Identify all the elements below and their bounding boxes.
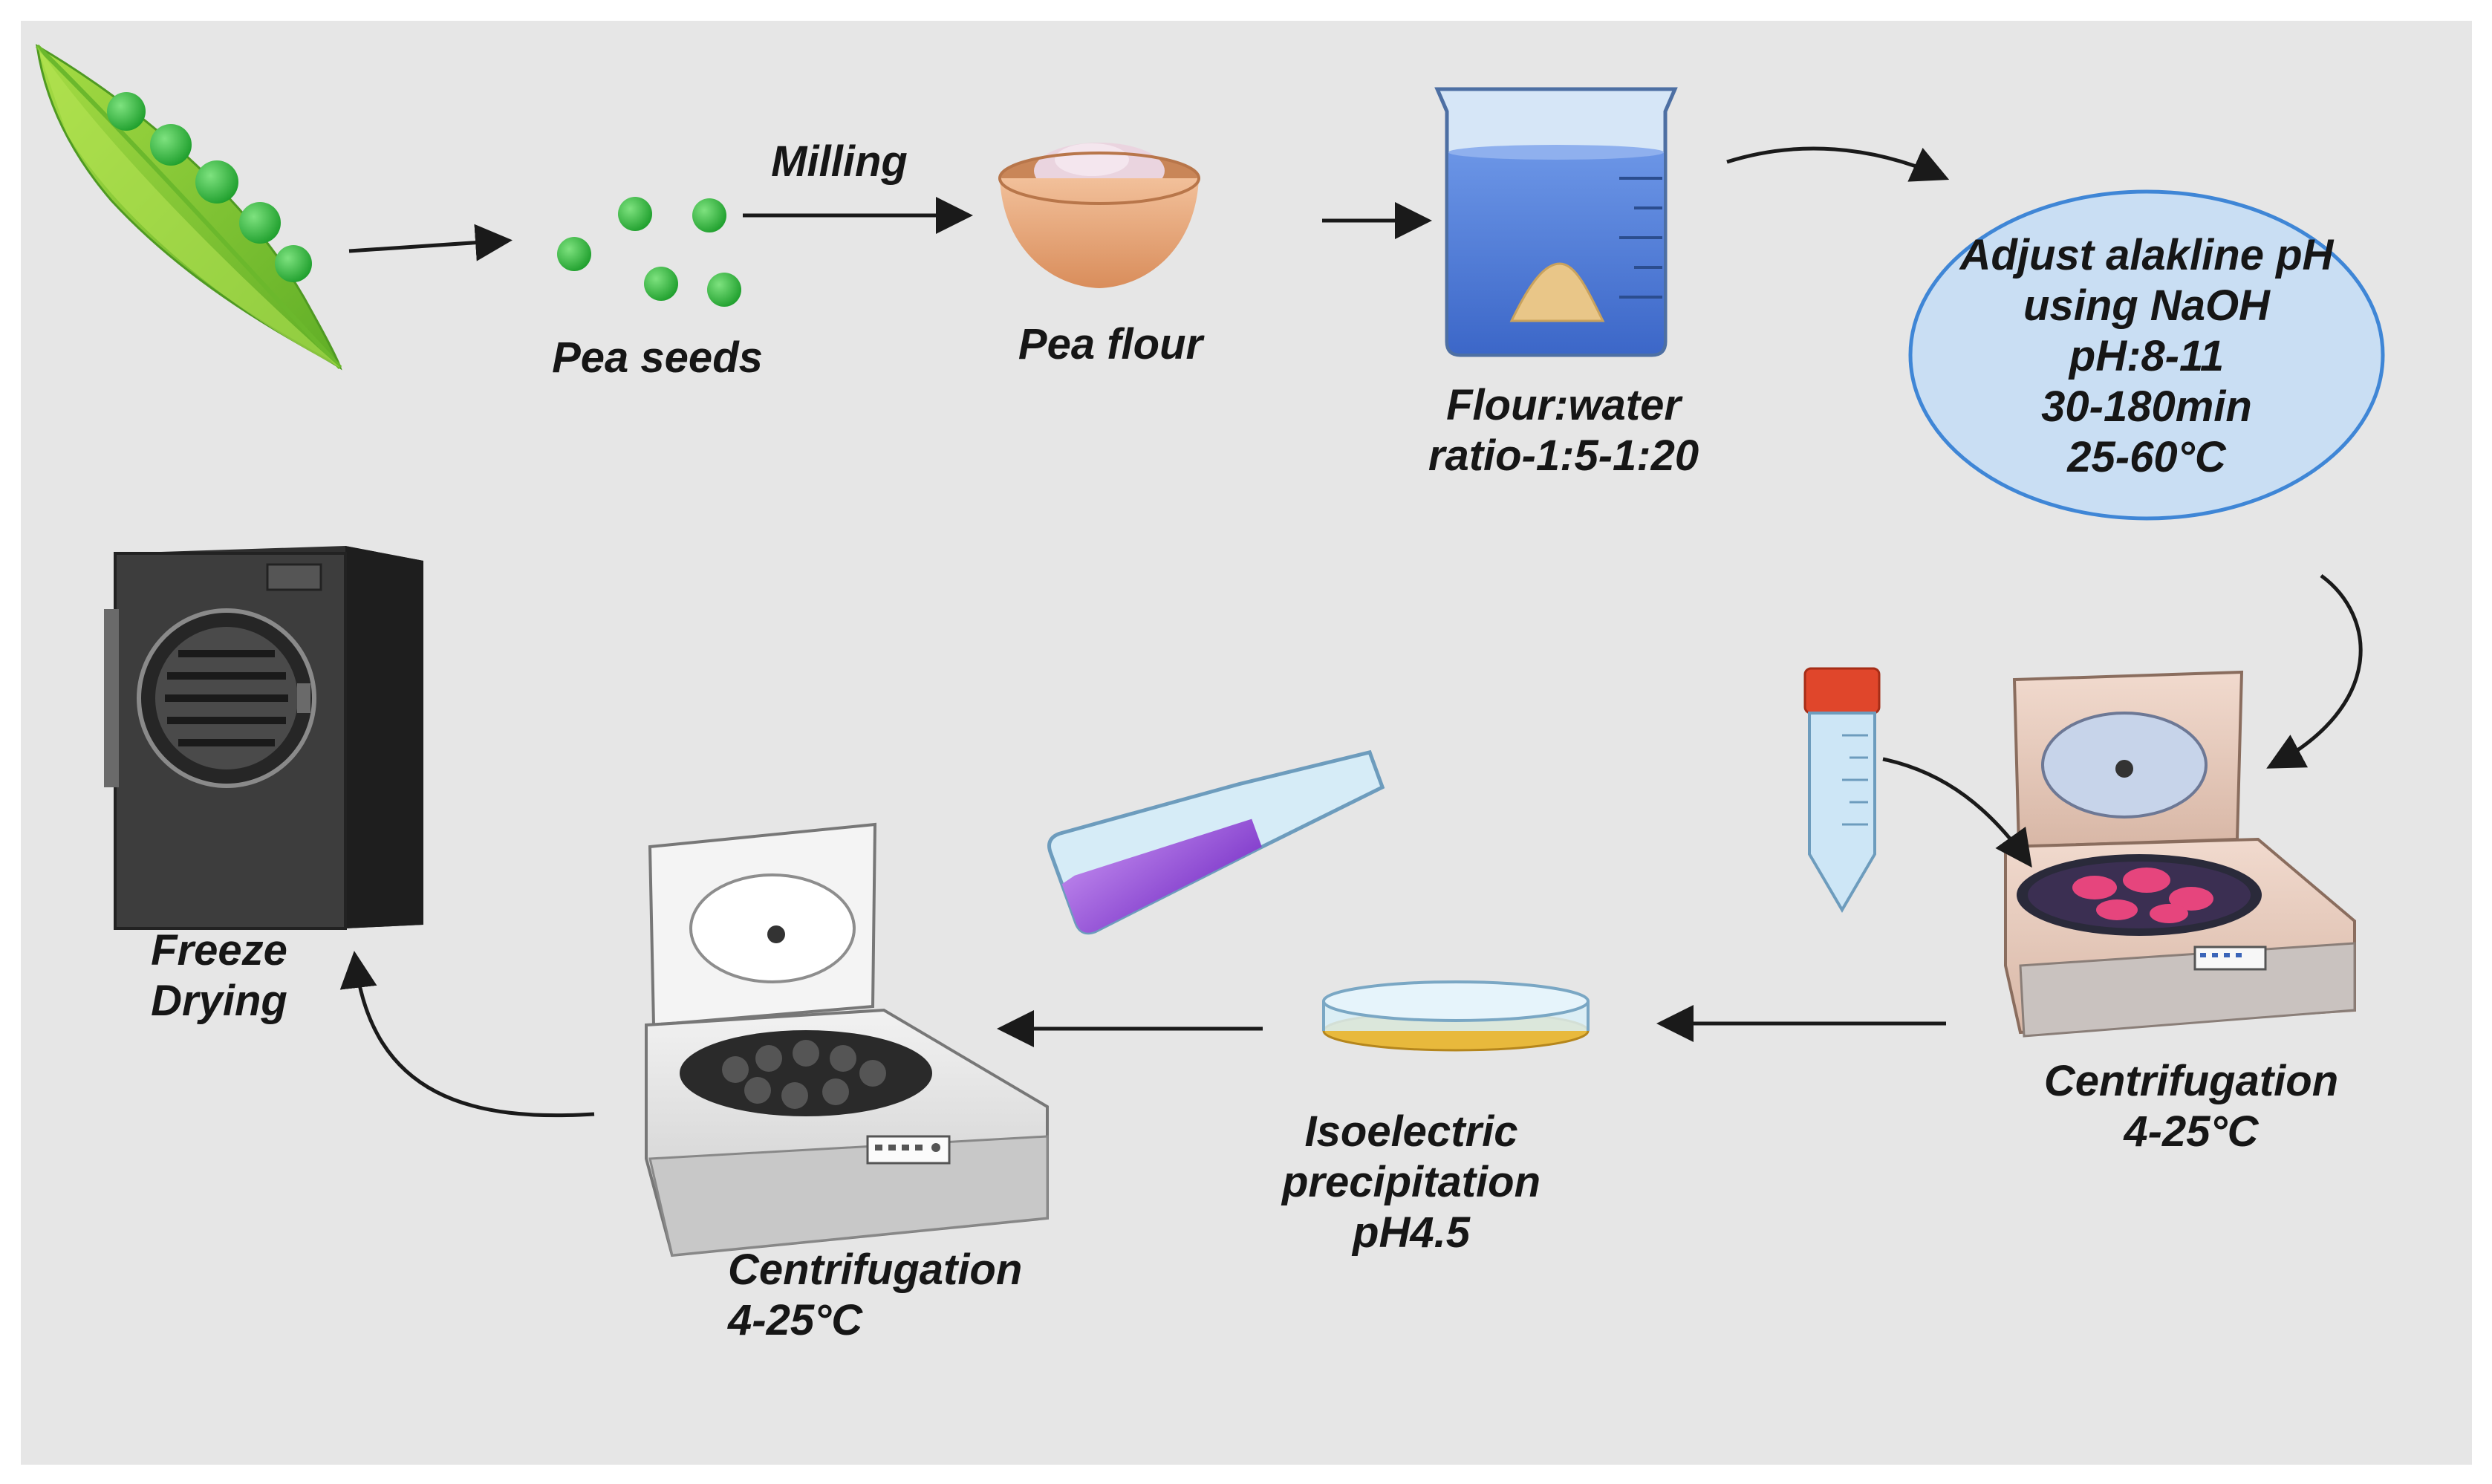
flour-water-label: Flour:water ratio-1:5-1:20: [1396, 380, 1731, 481]
arrow-tube-to-centrifuge: [1882, 757, 2032, 868]
arrow-centrifuge-to-freeze: [339, 951, 595, 1118]
flow-arrows: [339, 146, 2363, 1118]
centrifugation-left-line1: Centrifugation: [728, 1246, 1023, 1294]
milling-label: Milling: [771, 137, 908, 186]
arrow-pod-to-seeds: [348, 224, 513, 261]
freeze-line1: Freeze: [151, 926, 287, 974]
freeze-dryer-icon: [104, 546, 423, 930]
freeze-line2: Drying: [151, 977, 287, 1025]
flour-water-line2: ratio-1:5-1:20: [1428, 432, 1699, 480]
alkaline-line3: pH:8-11: [2069, 332, 2225, 380]
flour-water-line1: Flour:water: [1446, 381, 1681, 429]
pea-seeds-label: Pea seeds: [552, 333, 763, 382]
alkaline-line4: 30-180min: [2041, 383, 2252, 431]
arrow-alkaline-to-centrifuge: [2266, 573, 2363, 769]
centrifugation-left-label: Centrifugation 4-25°C: [728, 1245, 1084, 1346]
alkaline-condition-label: Adjust alakline pH using NaOH pH:8-11 30…: [1909, 230, 2384, 483]
alkaline-condition-ellipse: [1908, 189, 2385, 521]
pea-flour-label: Pea flour: [1018, 320, 1203, 368]
centrifuge-left-icon: [645, 822, 1049, 1257]
petri-dish-icon: [1322, 980, 1590, 1052]
isoelectric-line2: precipitation: [1281, 1158, 1541, 1206]
centrifugation-right-line2: 4-25°C: [2124, 1107, 2259, 1156]
isoelectric-label: Isoelectric precipitation pH4.5: [1226, 1107, 1597, 1258]
centrifugation-right-label: Centrifugation 4-25°C: [2005, 1056, 2377, 1157]
isoelectric-line3: pH4.5: [1353, 1208, 1470, 1257]
centrifugation-left-line2: 4-25°C: [728, 1296, 863, 1344]
pea-pod-icon: [35, 44, 342, 371]
centrifuge-right-icon: [2004, 670, 2356, 1038]
isoelectric-line1: Isoelectric: [1304, 1107, 1518, 1156]
freeze-drying-label: Freeze Drying: [97, 925, 342, 1026]
falcon-tube-icon: [1803, 667, 1881, 913]
flask-icon: [1047, 749, 1385, 935]
pea-seeds-icon: [557, 197, 741, 307]
alkaline-line2: using NaOH: [2023, 281, 2270, 330]
arrow-beaker-to-alkaline: [1726, 146, 1950, 182]
centrifugation-right-line1: Centrifugation: [2043, 1057, 2339, 1105]
flour-bowl-icon: [998, 143, 1200, 288]
alkaline-line5: 25-60°C: [2067, 433, 2226, 481]
alkaline-line1: Adjust alakline pH: [1959, 231, 2334, 279]
beaker-icon: [1434, 87, 1678, 357]
